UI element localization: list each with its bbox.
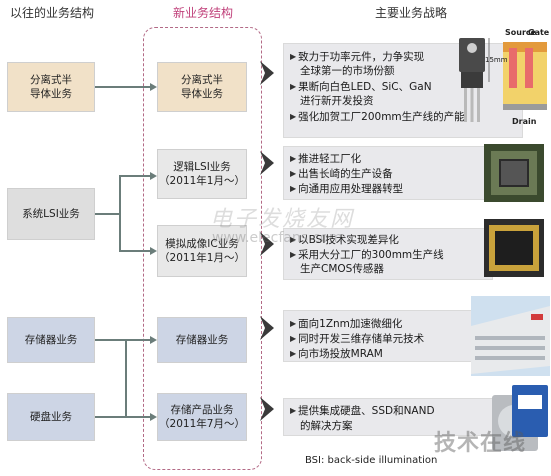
chevron-right-icon [260, 232, 274, 256]
old-hdd-box: 硬盘业务 [7, 393, 95, 441]
strategy-analog-bullet-2-cont: 生产CMOS传感器 [300, 263, 384, 275]
strategy-storage-bullet-1: 提供集成硬盘、SSD和NAND [290, 404, 434, 419]
old-system-lsi-box: 系统LSI业务 [7, 188, 95, 240]
drain-label: Drain [512, 117, 537, 126]
chevron-right-icon [260, 397, 274, 421]
strategy-logic-bullet-2: 出售长崎的生产设备 [290, 167, 393, 182]
strategy-analog-bullet-1: 以BSI技术实现差异化 [290, 233, 399, 248]
strategy-logic-bullet-1: 推进轻工厂化 [290, 152, 361, 167]
strategy-discrete-bullet-3: 强化加贺工厂200mm生产线的产能 [290, 110, 465, 125]
old-memory-box: 存储器业务 [7, 317, 95, 363]
dimension-label: 15mm [485, 56, 508, 64]
strategy-memory-bullet-2: 同时开发三维存储单元技术 [290, 332, 424, 347]
watermark-url: www.elecfans.com [212, 230, 343, 246]
header-new-structure: 新业务结构 [173, 6, 234, 20]
gate-label: Gate [528, 28, 550, 37]
strategy-storage-bullet-1-cont: 的解决方案 [300, 420, 353, 432]
new-structure-frame [143, 27, 262, 470]
lsi-chip-image [484, 144, 544, 202]
strategy-memory-bullet-3: 向市场投放MRAM [290, 347, 383, 362]
chevron-right-icon [260, 316, 274, 340]
new-discrete-box: 分离式半 导体业务 [157, 62, 247, 112]
watermark-title: 电子发烧友网 [210, 207, 355, 232]
header-strategy: 主要业务战略 [375, 6, 448, 20]
new-logic-lsi-box: 逻辑LSI业务 （2011年1月～） [157, 149, 247, 199]
strategy-discrete-bullet-1: 致力于功率元件，力争实现 [290, 50, 424, 65]
new-storage-box: 存储产品业务 （2011年7月～） [157, 393, 247, 441]
new-memory-box: 存储器业务 [157, 317, 247, 363]
watermark-stamp: 技术在线 [434, 431, 527, 456]
strategy-memory-bullet-1: 面向1Znm加速微细化 [290, 317, 402, 332]
hdd-ssd-image [492, 385, 548, 451]
factory-image [471, 296, 550, 376]
footnote: BSI: back-side illumination [305, 455, 438, 466]
strategy-discrete-bullet-1-cont: 全球第一的市场份额 [300, 65, 395, 77]
power-device-image [459, 38, 547, 122]
strategy-logic-bullet-3: 向通用应用处理器转型 [290, 182, 403, 197]
old-discrete-box: 分离式半 导体业务 [7, 62, 95, 112]
chevron-right-icon [260, 61, 274, 85]
chevron-right-icon [260, 151, 274, 175]
strategy-discrete-bullet-2-cont: 进行新开发投资 [300, 95, 374, 107]
source-label: Source [505, 28, 537, 37]
header-old-structure: 以往的业务结构 [10, 6, 95, 20]
strategy-discrete-bullet-2: 果断向白色LED、SiC、GaN [290, 80, 431, 95]
strategy-analog-bullet-2: 采用大分工厂的300mm生产线 [290, 248, 444, 263]
cmos-sensor-image [484, 219, 544, 277]
new-analog-imaging-box: 模拟成像IC业务 （2011年1月～） [157, 225, 247, 277]
